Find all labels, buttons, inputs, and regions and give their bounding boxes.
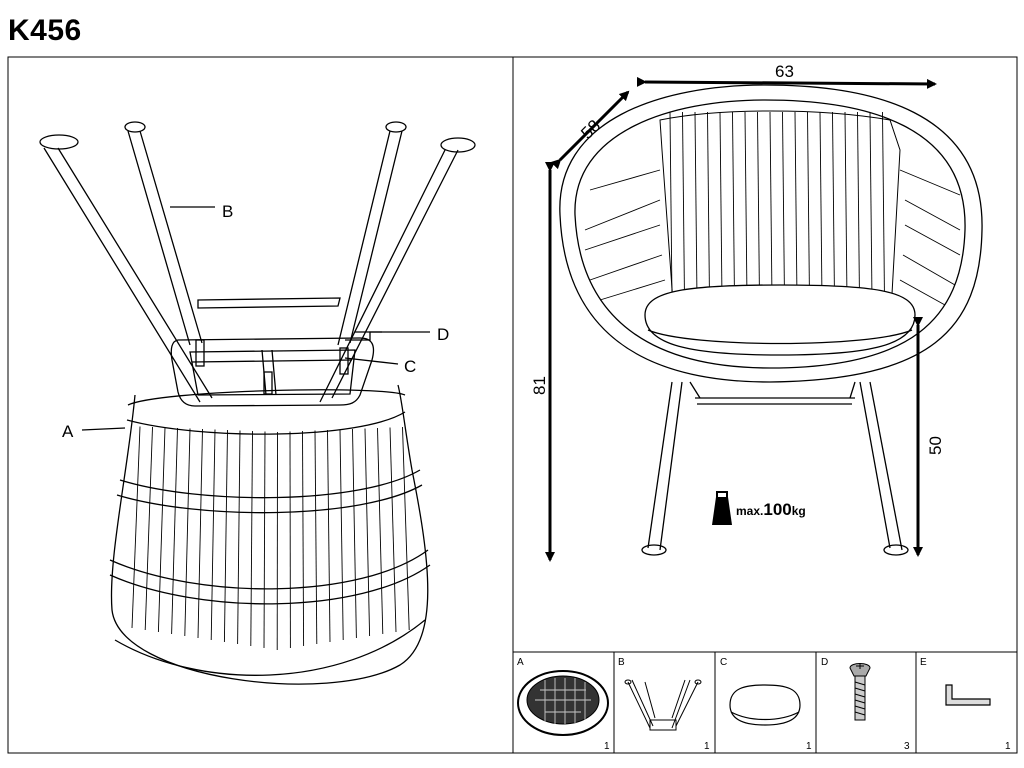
label-b: B xyxy=(222,202,233,221)
part-d-qty: 3 xyxy=(904,741,910,752)
part-a-letter: A xyxy=(517,657,524,668)
part-d-letter: D xyxy=(821,657,828,668)
seat-shell-icon xyxy=(517,670,609,736)
dimension-width: 63 xyxy=(775,62,794,81)
max-load-value: 100 xyxy=(763,500,791,519)
max-load-unit: kg xyxy=(792,504,806,518)
model-title: K456 xyxy=(8,14,82,47)
screw-icon xyxy=(849,663,871,721)
part-a: A 1 xyxy=(517,657,610,752)
part-d: D 3 xyxy=(821,657,910,752)
label-a: A xyxy=(62,422,74,441)
part-b-qty: 1 xyxy=(704,741,710,752)
leg-frame-icon xyxy=(624,679,702,731)
chair-front-view xyxy=(559,84,983,556)
dimension-lines xyxy=(545,76,937,562)
max-load: max.100kg xyxy=(736,500,806,519)
seat-shell-inverted xyxy=(109,384,431,685)
label-d: D xyxy=(437,325,449,344)
part-b: B 1 xyxy=(618,657,710,752)
label-c: C xyxy=(404,357,416,376)
sheet-frame xyxy=(7,56,1018,754)
part-c-qty: 1 xyxy=(806,741,812,752)
part-e: E 1 xyxy=(920,657,1011,752)
part-a-qty: 1 xyxy=(604,741,610,752)
part-b-letter: B xyxy=(618,657,625,668)
dimension-seat-height: 50 xyxy=(926,436,945,455)
part-e-letter: E xyxy=(920,657,927,668)
assembly-view xyxy=(39,121,476,685)
part-e-qty: 1 xyxy=(1005,741,1011,752)
max-load-prefix: max. xyxy=(736,504,763,518)
weight-icon xyxy=(712,491,732,525)
dimension-height: 81 xyxy=(530,376,549,395)
cushion-icon xyxy=(729,684,801,726)
parts-list: A 1 B 1 C 1 xyxy=(517,657,1011,752)
leg-frame xyxy=(39,121,476,403)
part-c-letter: C xyxy=(720,657,727,668)
hex-key-icon xyxy=(945,684,991,706)
part-c: C 1 xyxy=(720,657,812,752)
